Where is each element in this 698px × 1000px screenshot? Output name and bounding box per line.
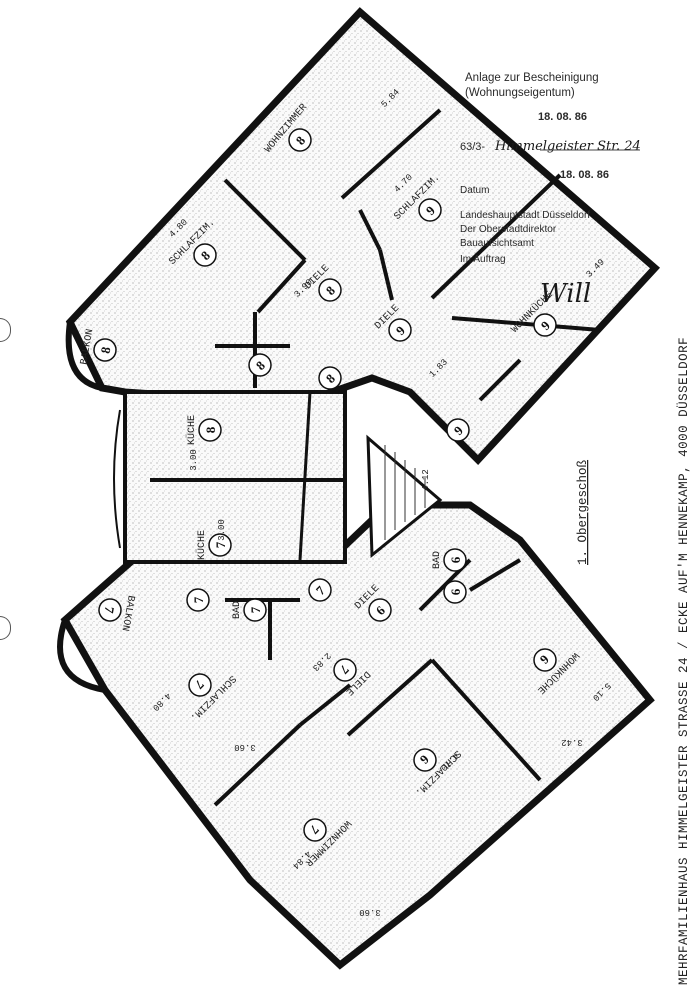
dimension-label: 3.00 — [189, 449, 199, 471]
room-number-circle — [186, 588, 210, 612]
room-number-circle — [193, 243, 217, 267]
room-number-circle — [208, 533, 232, 557]
room-kueche-7: KÜCHE 7 — [195, 530, 232, 560]
balcony-8-arc — [65, 321, 103, 391]
room-number: 6 — [448, 556, 463, 563]
room-number: 6 — [448, 588, 463, 595]
room-kueche-8: KÜCHE 8 — [185, 415, 222, 445]
room-number-circle — [188, 673, 212, 697]
room-number: 7 — [213, 541, 228, 548]
room-number-circle — [93, 338, 117, 362]
stair-triangle — [366, 434, 443, 559]
room-number-circle — [413, 748, 437, 772]
room-number-circle — [533, 313, 557, 337]
room-flur-8: 8 — [318, 366, 342, 390]
room-number-circle — [308, 578, 332, 602]
room-bad-8: 8 — [248, 353, 272, 377]
stamp-signature: Will — [540, 279, 591, 309]
stamp-date1: 18. 08. 86 — [538, 111, 587, 123]
room-bad-9: 9 — [446, 418, 470, 442]
dimension-label: 3.60 — [234, 742, 256, 752]
room-number-circle — [318, 278, 342, 302]
dimension-label: 3.00 — [217, 519, 227, 541]
room-number-circle — [198, 418, 222, 442]
room-number: 7 — [101, 605, 117, 614]
room-name: BAD — [432, 551, 443, 569]
stamp-ref-prefix: 63/3- — [460, 141, 485, 153]
room-number-circle — [318, 366, 342, 390]
room-name: KÜCHE — [195, 530, 208, 560]
lower-wing-outline — [60, 501, 655, 970]
room-number-circle — [333, 658, 357, 682]
room-number-circle — [418, 198, 442, 222]
floor-label: 1. Obergeschoß — [576, 459, 590, 565]
room-name: KÜCHE — [185, 415, 198, 445]
room-number-circle — [368, 598, 392, 622]
room-bad-7: BAD 7 — [232, 598, 267, 622]
room-number-circle — [388, 318, 412, 342]
room-number: 7 — [191, 596, 206, 603]
room-number-circle — [533, 648, 557, 672]
room-wc-6: 6 — [443, 580, 467, 604]
room-number-circle — [288, 128, 312, 152]
stamp-line1: Anlage zur Bescheinigung — [465, 72, 599, 84]
room-number-circle — [303, 818, 327, 842]
room-flur-7: 7 — [308, 578, 332, 602]
lower-wing-partitions — [213, 558, 542, 807]
room-number-circle — [446, 418, 470, 442]
room-wc-7: 7 — [186, 588, 210, 612]
stamp-office3: Bauaufsichtsamt — [460, 238, 534, 249]
stamp-ref-hand: Himmelgeister Str. 24 — [494, 139, 641, 154]
room-number-circle — [443, 580, 467, 604]
room-number: 8 — [98, 345, 114, 354]
room-number: 7 — [248, 606, 263, 613]
central-core — [113, 390, 443, 564]
room-name: BAD — [232, 601, 243, 619]
room-number-circle — [98, 598, 122, 622]
stamp-office4: Im Auftrag — [460, 254, 506, 265]
dimension-label: 3.60 — [359, 907, 381, 917]
stamp-line2: (Wohnungseigentum) — [465, 87, 575, 99]
room-number-circle — [443, 548, 467, 572]
balcony-7-arc — [57, 619, 106, 693]
room-bad-6: BAD 6 — [432, 548, 467, 572]
dimension-label: 3.42 — [561, 737, 583, 747]
approval-stamp: Anlage zur Bescheinigung (Wohnungseigent… — [460, 72, 641, 309]
stamp-office1: Landeshauptstadt Düsseldorf — [460, 210, 590, 221]
stamp-datum-label: Datum — [460, 185, 489, 196]
room-number-circle — [248, 353, 272, 377]
stamp-date2: 18. 08. 86 — [560, 169, 609, 181]
dimension-label: 4.12 — [421, 469, 431, 491]
side-title: MEHRFAMILIENHAUS HIMMELGEISTER STRASSE 2… — [677, 337, 691, 985]
room-number-circle — [243, 598, 267, 622]
room-number: 8 — [203, 426, 218, 433]
stamp-office2: Der Oberstadtdirektor — [460, 224, 557, 235]
